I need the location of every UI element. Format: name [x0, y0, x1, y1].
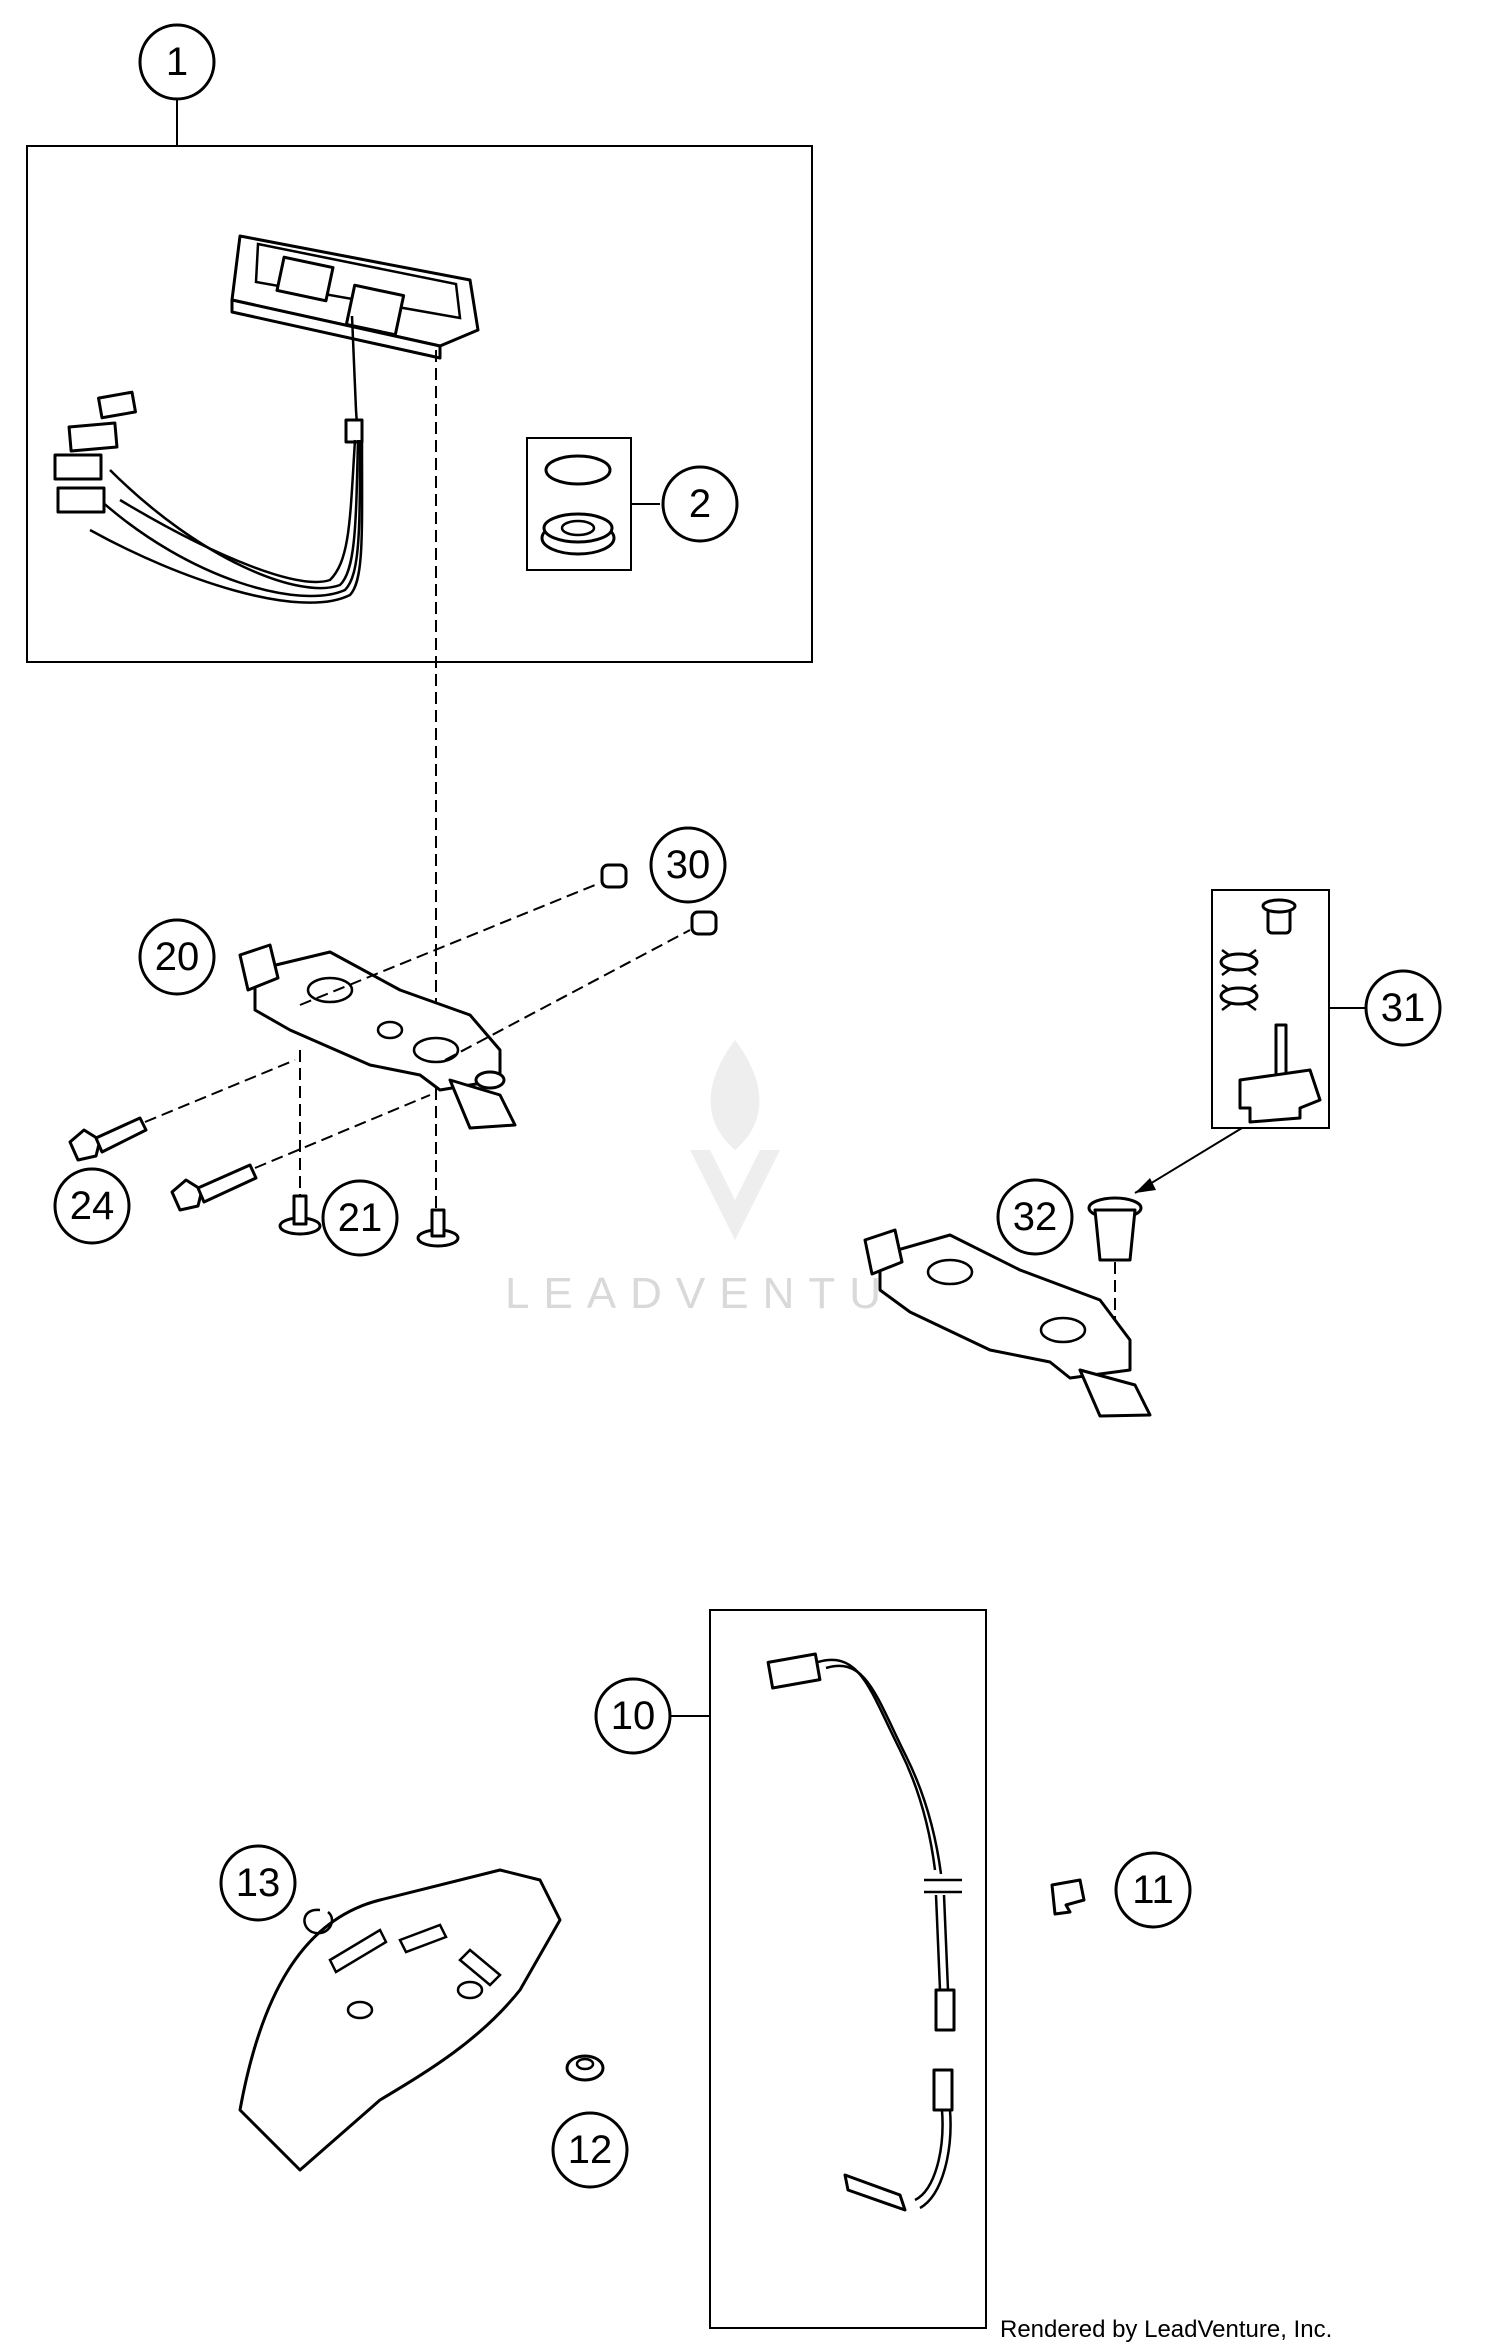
callout-label: 21: [338, 1196, 383, 1240]
callout-label: 30: [666, 843, 711, 887]
arrow-31-32: [1134, 1127, 1243, 1194]
watermark-text: LEADVENTU: [505, 1269, 895, 1318]
callout-13: 13: [219, 1844, 297, 1922]
sensor-cable-10: [766, 1652, 962, 2212]
callout-label: 13: [236, 1861, 281, 1905]
assembly-line-24b: [254, 1094, 431, 1169]
callout-1: 1: [138, 23, 216, 101]
callout-label: 10: [611, 1694, 656, 1738]
callout-2: 2: [661, 465, 739, 543]
bolt-24-a: [68, 1116, 148, 1162]
assembly-line-30b: [444, 929, 691, 1061]
render-credit: Rendered by LeadVenture, Inc.: [1000, 2316, 1333, 2343]
callout-21: 21: [321, 1179, 399, 1257]
callout-24: 24: [53, 1167, 131, 1245]
o-ring: [544, 454, 612, 486]
callout-label: 12: [568, 2128, 613, 2172]
circlip-13: [303, 1908, 334, 1935]
bracket-20: [238, 943, 517, 1130]
callout-label: 2: [689, 482, 711, 526]
bolt-24-b: [170, 1163, 258, 1212]
callout-label: 24: [70, 1184, 115, 1228]
callout-31: 31: [1364, 969, 1442, 1047]
bracket-32-assembly: [863, 1228, 1152, 1418]
nut-12: [565, 2054, 605, 2082]
callout-10: 10: [594, 1677, 672, 1755]
lock-parts-31: [1219, 898, 1322, 1124]
callout-label: 32: [1013, 1195, 1058, 1239]
callout-11: 11: [1114, 1851, 1192, 1929]
bushing-30-b: [690, 910, 718, 936]
callout-12: 12: [551, 2111, 629, 2189]
clip-11: [1050, 1878, 1086, 1916]
callout-label: 20: [155, 935, 200, 979]
screw-21-b: [416, 1208, 460, 1248]
screw-21-a: [278, 1194, 322, 1236]
bushing-30-a: [600, 863, 628, 889]
arrow-head-icon: [1135, 1178, 1156, 1193]
callout-label: 31: [1381, 986, 1426, 1030]
part-1-box: [26, 145, 813, 663]
assembly-line-24a: [144, 1059, 296, 1123]
part-10-box: [709, 1609, 987, 2329]
callout-20: 20: [138, 918, 216, 996]
callout-label: 11: [1132, 1868, 1174, 1912]
speedometer-unit: [230, 234, 480, 444]
watermark-logo-icon: [690, 1040, 780, 1240]
brake-disc: [238, 1868, 562, 2172]
wiring-harness: [53, 390, 364, 604]
mounting-nut: [540, 512, 616, 556]
callout-30: 30: [649, 826, 727, 904]
callout-label: 1: [166, 40, 188, 84]
callout-32: 32: [996, 1178, 1074, 1256]
assembly-line-30a: [299, 884, 596, 1006]
lock-cylinder-32: [1087, 1196, 1143, 1262]
